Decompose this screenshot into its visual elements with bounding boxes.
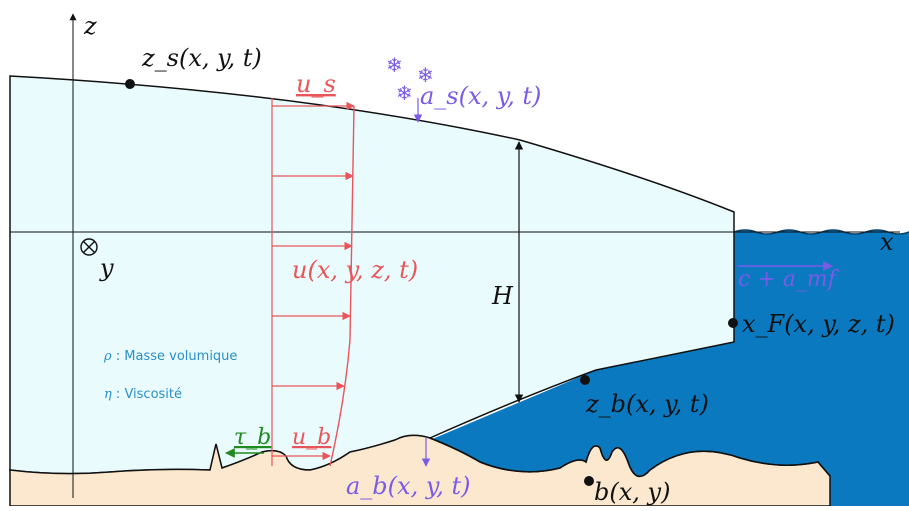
surface-velocity-label: u_s [296,70,336,98]
front-label: x_F(x, y, z, t) [742,310,895,338]
surface-accumulation-label: a_s(x, y, t) [420,82,541,110]
front-point [728,318,738,328]
density-property: ρ : Masse volumique [103,349,237,364]
viscosity-symbol: η [104,387,112,402]
surface-label: z_s(x, y, t) [141,44,262,72]
z-axis-label: z [83,12,97,40]
surface-point [125,79,135,89]
bedrock-point [584,476,594,486]
base-label: z_b(x, y, t) [585,390,709,418]
basal-stress-label: τ_b [234,425,271,450]
density-symbol: ρ [103,349,112,364]
y-axis-label: y [99,254,114,282]
velocity-field-label: u(x, y, z, t) [292,256,418,284]
base-point [580,375,590,385]
thickness-label: H [491,282,514,310]
viscosity-text: : Viscosité [112,387,182,402]
viscosity-property: η : Viscosité [104,387,182,402]
basal-velocity-label: u_b [292,425,331,450]
bedrock-label: b(x, y) [594,478,670,506]
density-text: : Masse volumique [112,349,238,364]
basal-accumulation-label: a_b(x, y, t) [346,472,470,500]
calving-rate-label: c + a_mf [738,267,840,292]
snowflake-icon: ❄ [386,53,403,77]
snowflake-icon: ❄ [396,81,413,105]
x-axis-label: x [880,228,894,256]
